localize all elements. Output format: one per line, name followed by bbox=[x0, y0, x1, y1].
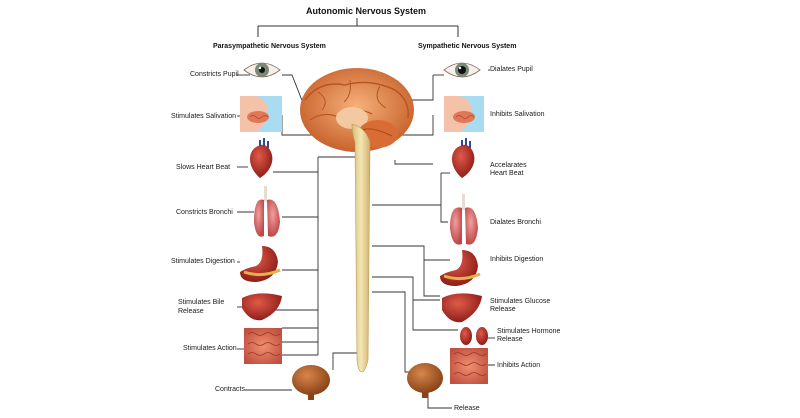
label-hormone-line1: Stimulates Hormone bbox=[497, 328, 561, 335]
left-salivary-icon bbox=[240, 96, 282, 132]
label-glucose-line1: Stimulates Glucose bbox=[490, 298, 551, 305]
left-bladder-icon bbox=[292, 365, 330, 400]
brain-illustration bbox=[300, 68, 414, 152]
label-inhibits-digestion: Inhibits Digestion bbox=[490, 256, 544, 263]
label-stimulates-digestion: Stimulates Digestion bbox=[171, 258, 235, 265]
label-stimulates-salivation: Stimulates Salivation bbox=[171, 113, 236, 120]
diagram-title: Autonomic Nervous System bbox=[306, 6, 427, 16]
label-accelarates-line1: Accelarates bbox=[490, 162, 527, 169]
left-lungs-icon bbox=[254, 186, 280, 237]
right-lungs-icon bbox=[450, 194, 478, 245]
left-heart-icon bbox=[250, 138, 273, 178]
left-intestine-icon bbox=[244, 328, 282, 364]
right-stomach-icon bbox=[440, 250, 481, 286]
left-liver-icon bbox=[242, 293, 282, 321]
label-hormone-line2: Release bbox=[497, 336, 523, 343]
right-intestine-icon bbox=[450, 348, 488, 384]
sympathetic-heading: Sympathetic Nervous System bbox=[418, 43, 517, 50]
label-glucose-line2: Release bbox=[490, 306, 516, 313]
left-eye-icon bbox=[243, 62, 281, 78]
label-inhibits-action: Inhibits Action bbox=[497, 362, 541, 369]
label-stimulates-bile-line1: Stimulates Bile bbox=[178, 299, 225, 306]
spinal-cord bbox=[351, 123, 371, 373]
label-release: Release bbox=[454, 405, 480, 412]
right-eye-icon bbox=[443, 62, 481, 78]
right-salivary-icon bbox=[444, 96, 484, 132]
label-stimulates-action: Stimulates Action bbox=[183, 345, 237, 352]
right-bladder-icon bbox=[407, 363, 443, 398]
label-stimulates-bile-line2: Release bbox=[178, 308, 204, 315]
top-bracket bbox=[257, 18, 459, 37]
label-inhibits-salivation: Inhibits Salivation bbox=[490, 111, 545, 118]
label-dialates-pupil: Dialates Pupil bbox=[490, 66, 533, 73]
label-accelarates-line2: Heart Beat bbox=[490, 170, 524, 177]
label-contracts: Contracts bbox=[215, 386, 245, 393]
label-slows-heart-beat: Slows Heart Beat bbox=[176, 164, 231, 171]
left-stomach-icon bbox=[240, 246, 281, 282]
right-kidneys-icon bbox=[460, 327, 488, 345]
label-constricts-pupil: Constricts Pupil bbox=[190, 71, 239, 78]
parasympathetic-heading: Parasympathetic Nervous System bbox=[213, 43, 326, 50]
label-constricts-bronchi: Constricts Bronchi bbox=[176, 209, 233, 216]
right-heart-icon bbox=[452, 138, 475, 178]
label-dialates-bronchi: Dialates Bronchi bbox=[490, 219, 541, 226]
right-liver-icon bbox=[442, 293, 482, 323]
